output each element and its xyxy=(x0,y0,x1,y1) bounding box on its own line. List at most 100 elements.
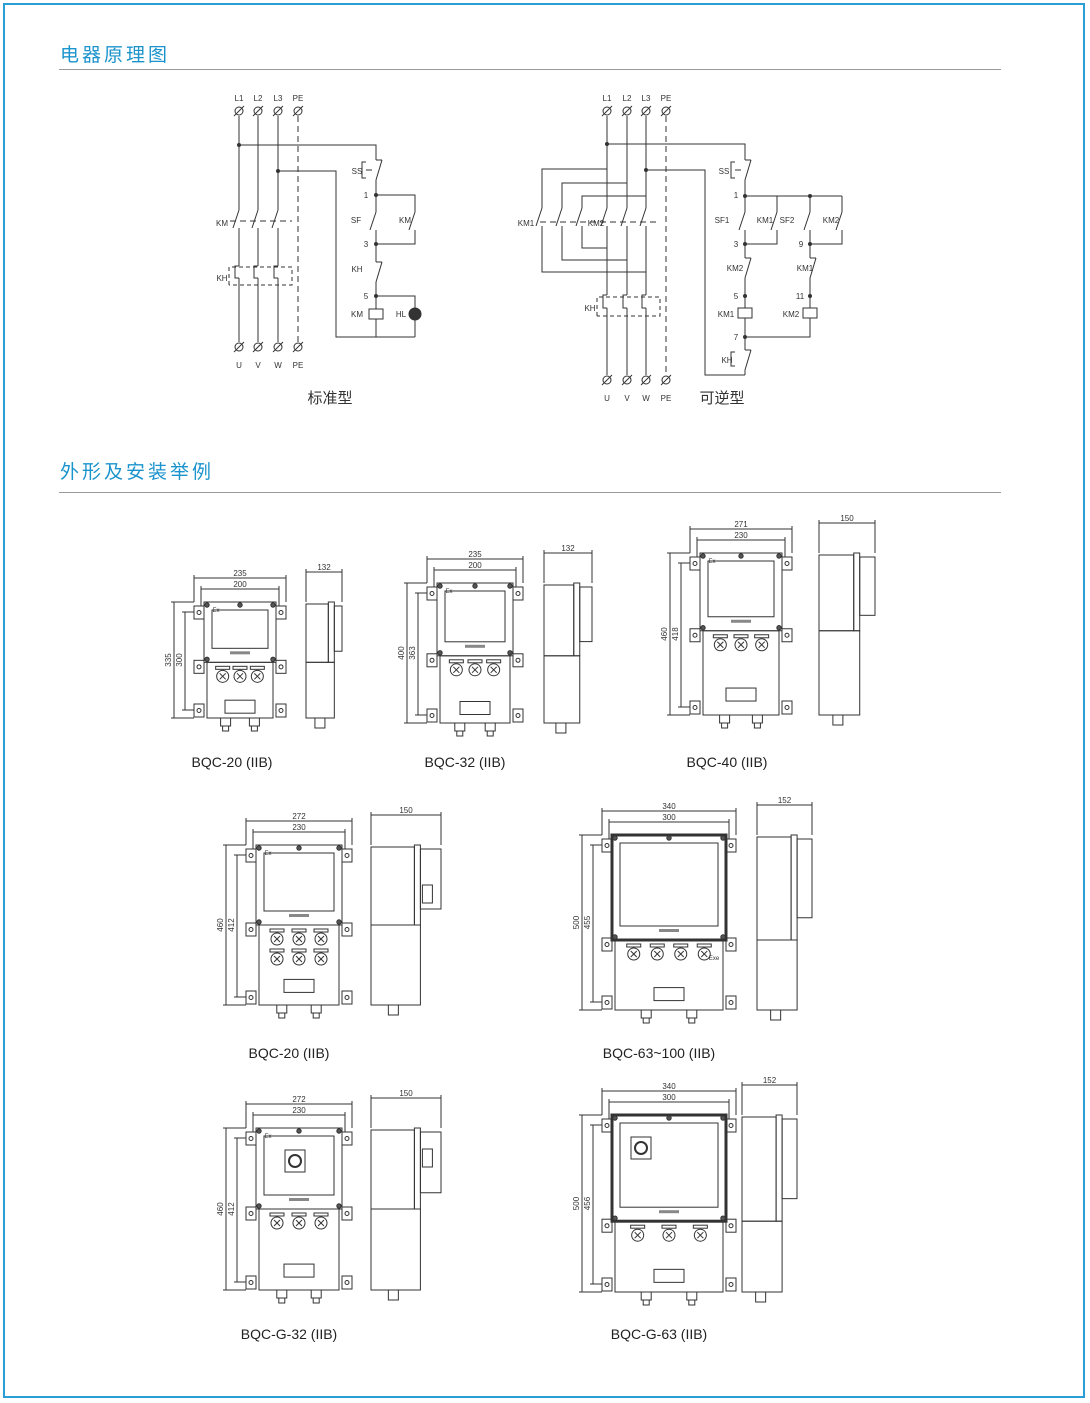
terminal-label: PE xyxy=(661,394,672,403)
side-flange xyxy=(790,834,798,941)
diagram-caption: 可逆型 xyxy=(699,389,744,407)
hole-icon xyxy=(784,632,790,638)
button-guard xyxy=(313,928,329,933)
mounting-tab xyxy=(725,937,737,952)
side-lower xyxy=(305,661,335,719)
push-button-icon xyxy=(631,1228,645,1242)
terminal-icon xyxy=(253,106,263,116)
product-caption: BQC-40 (IIB) xyxy=(687,754,768,770)
hole-icon xyxy=(248,1280,254,1285)
rotary-switch-icon xyxy=(288,1154,302,1168)
button-guard xyxy=(692,1224,708,1229)
side-upper xyxy=(543,584,575,657)
button-guard xyxy=(249,665,265,670)
product-caption: BQC-20 (IIB) xyxy=(192,754,273,770)
wire xyxy=(251,209,259,229)
ex-mark: Ex xyxy=(708,559,715,565)
label: HL xyxy=(396,310,407,319)
wire xyxy=(716,641,724,649)
push-button-icon xyxy=(627,947,641,961)
side-cover xyxy=(419,1131,442,1194)
push-button-icon xyxy=(674,947,688,961)
push-button-icon xyxy=(270,952,284,966)
wire xyxy=(770,211,778,231)
dimension-width-inner: 230 xyxy=(292,823,306,832)
terminal-label: U xyxy=(604,394,610,403)
button-guard xyxy=(291,948,307,953)
wire xyxy=(677,950,685,958)
label: SF1 xyxy=(715,216,730,225)
wire xyxy=(361,161,366,179)
label: KM2 xyxy=(823,216,840,225)
hole-icon xyxy=(604,1123,610,1128)
wire xyxy=(581,195,646,208)
cable-gland-icon xyxy=(276,1004,288,1014)
push-button-icon xyxy=(233,669,247,683)
push-button-icon xyxy=(292,1216,306,1230)
wire xyxy=(317,935,325,943)
window xyxy=(263,852,335,912)
cable-gland-icon xyxy=(640,1291,652,1301)
wire xyxy=(273,1219,281,1227)
wire xyxy=(317,955,325,963)
button-guard xyxy=(649,943,665,948)
dimension-height-inner: 456 xyxy=(583,1196,592,1210)
hole-icon xyxy=(728,1000,734,1005)
terminal-icon xyxy=(293,106,303,116)
label: 7 xyxy=(734,333,739,342)
terminal-icon xyxy=(622,106,632,116)
mounting-tab xyxy=(245,1206,257,1221)
wire xyxy=(292,341,304,353)
label: 3 xyxy=(364,240,369,249)
hole-icon xyxy=(429,657,435,663)
terminal-label: L1 xyxy=(603,94,612,103)
section-divider xyxy=(59,69,1001,70)
wire xyxy=(273,265,278,279)
lower-enclosure xyxy=(206,661,274,719)
button-guard xyxy=(232,665,248,670)
wire xyxy=(600,207,608,227)
side-cover xyxy=(781,1118,798,1200)
hole-icon xyxy=(692,561,698,566)
terminal-label: U xyxy=(236,361,242,370)
product-caption: BQC-20 (IIB) xyxy=(249,1045,330,1061)
wire xyxy=(660,374,672,386)
label: KM1 xyxy=(757,216,774,225)
wire xyxy=(236,672,244,680)
bolt-icon xyxy=(720,1115,726,1121)
hole-icon xyxy=(344,1280,350,1285)
terminal-icon xyxy=(602,106,612,116)
lower-enclosure xyxy=(258,924,340,1006)
wire xyxy=(561,226,627,261)
mounting-tab xyxy=(275,605,287,620)
dimension-width-inner: 230 xyxy=(734,531,748,540)
wire xyxy=(273,955,281,963)
mounting-tab xyxy=(689,556,701,571)
bolt-icon xyxy=(612,934,618,940)
lamp-icon xyxy=(408,307,422,321)
side-flange xyxy=(853,552,861,632)
bolt-icon xyxy=(720,835,726,841)
push-button-icon xyxy=(216,669,230,683)
hole-icon xyxy=(429,591,435,596)
cable-gland-icon xyxy=(640,1009,652,1019)
mounting-tab xyxy=(341,848,353,863)
dimension-width-outer: 340 xyxy=(662,1082,676,1091)
terminal-icon xyxy=(661,106,671,116)
window xyxy=(707,560,775,618)
hole-icon xyxy=(515,657,521,663)
side-lower xyxy=(818,630,861,716)
dimension-width-outer: 235 xyxy=(233,569,247,578)
button-guard xyxy=(467,659,483,664)
lower-enclosure xyxy=(614,939,724,1011)
bolt-icon xyxy=(336,845,342,851)
bolt-icon xyxy=(296,845,302,851)
handle-icon xyxy=(421,1148,433,1168)
wire xyxy=(730,161,735,179)
wire xyxy=(700,950,708,958)
wire xyxy=(620,207,628,227)
indicator-lamp-icon xyxy=(755,638,769,652)
mounting-tab xyxy=(426,653,438,668)
mounting-tab xyxy=(245,990,257,1005)
